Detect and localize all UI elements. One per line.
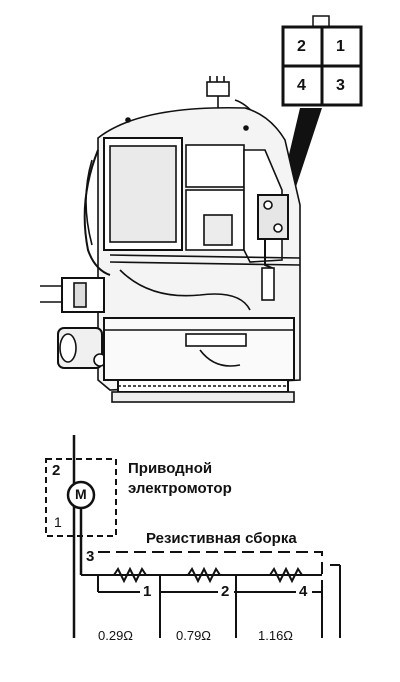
motor-terminal-2: 2: [52, 462, 61, 479]
heater-housing-drawing: [40, 76, 301, 403]
resistor-assembly-label: Резистивная сборка: [146, 530, 297, 547]
connector-pin-4: 4: [297, 77, 306, 94]
motor-terminal-1: 1: [54, 514, 62, 530]
motor-label-line2: электромотор: [128, 480, 232, 497]
connector-pin-1: 1: [336, 38, 345, 55]
connector-pin-2: 2: [297, 38, 306, 55]
connector-pin-3: 3: [336, 77, 345, 94]
schematic: [45, 435, 341, 638]
motor-symbol-letter: M: [75, 486, 87, 502]
resistance-value-2: 0.79Ω: [176, 628, 212, 643]
resistor-3: [269, 566, 303, 584]
resistance-value-1: 0.29Ω: [98, 628, 134, 643]
resistor-2: [187, 566, 221, 584]
resistor-terminal-3: 3: [86, 548, 95, 565]
resistor-dashed-box: [98, 551, 323, 588]
motor-label-line1: Приводной: [128, 460, 213, 477]
resistor-tap-1: 1: [143, 583, 152, 600]
resistor-1: [113, 566, 147, 584]
resistance-value-3: 1.16Ω: [258, 628, 294, 643]
resistor-tap-2: 2: [221, 583, 230, 600]
resistor-tap-4: 4: [299, 583, 308, 600]
